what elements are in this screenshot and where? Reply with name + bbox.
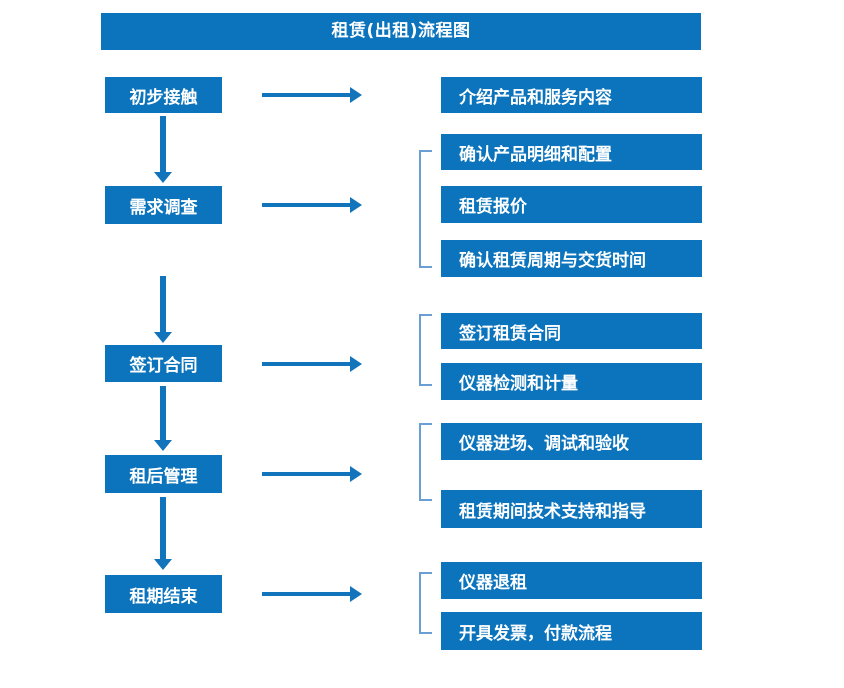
stage-box-post-rental-management[interactable]: 租后管理 (105, 455, 222, 493)
task-box-sign-rental-contract[interactable]: 签订租赁合同 (441, 313, 702, 349)
stage-box-requirement-survey[interactable]: 需求调查 (105, 186, 222, 224)
task-box-confirm-rental-period-delivery[interactable]: 确认租赁周期与交货时间 (441, 240, 702, 277)
stage-box-initial-contact[interactable]: 初步接触 (105, 77, 222, 113)
task-box-instrument-inspection-metering[interactable]: 仪器检测和计量 (441, 363, 702, 400)
diagram-title: 租赁(出租)流程图 (101, 13, 701, 50)
task-box-invoice-payment-process[interactable]: 开具发票，付款流程 (441, 612, 702, 650)
horizontal-arrow-rental-end (262, 583, 362, 605)
group-bracket-requirement-survey (419, 150, 432, 268)
horizontal-arrow-post-rental-management (262, 463, 362, 485)
group-bracket-rental-end (419, 572, 432, 634)
stage-box-sign-contract[interactable]: 签订合同 (105, 345, 222, 382)
task-box-technical-support-during-rental[interactable]: 租赁期间技术支持和指导 (441, 490, 702, 528)
vertical-arrow-management-to-end (151, 497, 175, 571)
task-box-rental-quotation[interactable]: 租赁报价 (441, 186, 702, 223)
stage-box-rental-end[interactable]: 租期结束 (105, 575, 222, 613)
task-box-introduce-products[interactable]: 介绍产品和服务内容 (441, 77, 702, 113)
group-bracket-post-rental-management (419, 423, 432, 501)
horizontal-arrow-initial-contact (262, 84, 362, 106)
vertical-arrow-contact-to-survey (151, 116, 175, 184)
task-box-instrument-entry-commissioning-acceptance[interactable]: 仪器进场、调试和验收 (441, 423, 702, 460)
task-box-instrument-return[interactable]: 仪器退租 (441, 562, 702, 599)
vertical-arrow-survey-to-contract (151, 276, 175, 344)
vertical-arrow-contract-to-management (151, 386, 175, 452)
horizontal-arrow-sign-contract (262, 353, 362, 375)
horizontal-arrow-requirement-survey (262, 194, 362, 216)
group-bracket-sign-contract (419, 314, 432, 386)
task-box-confirm-product-details[interactable]: 确认产品明细和配置 (441, 134, 702, 170)
